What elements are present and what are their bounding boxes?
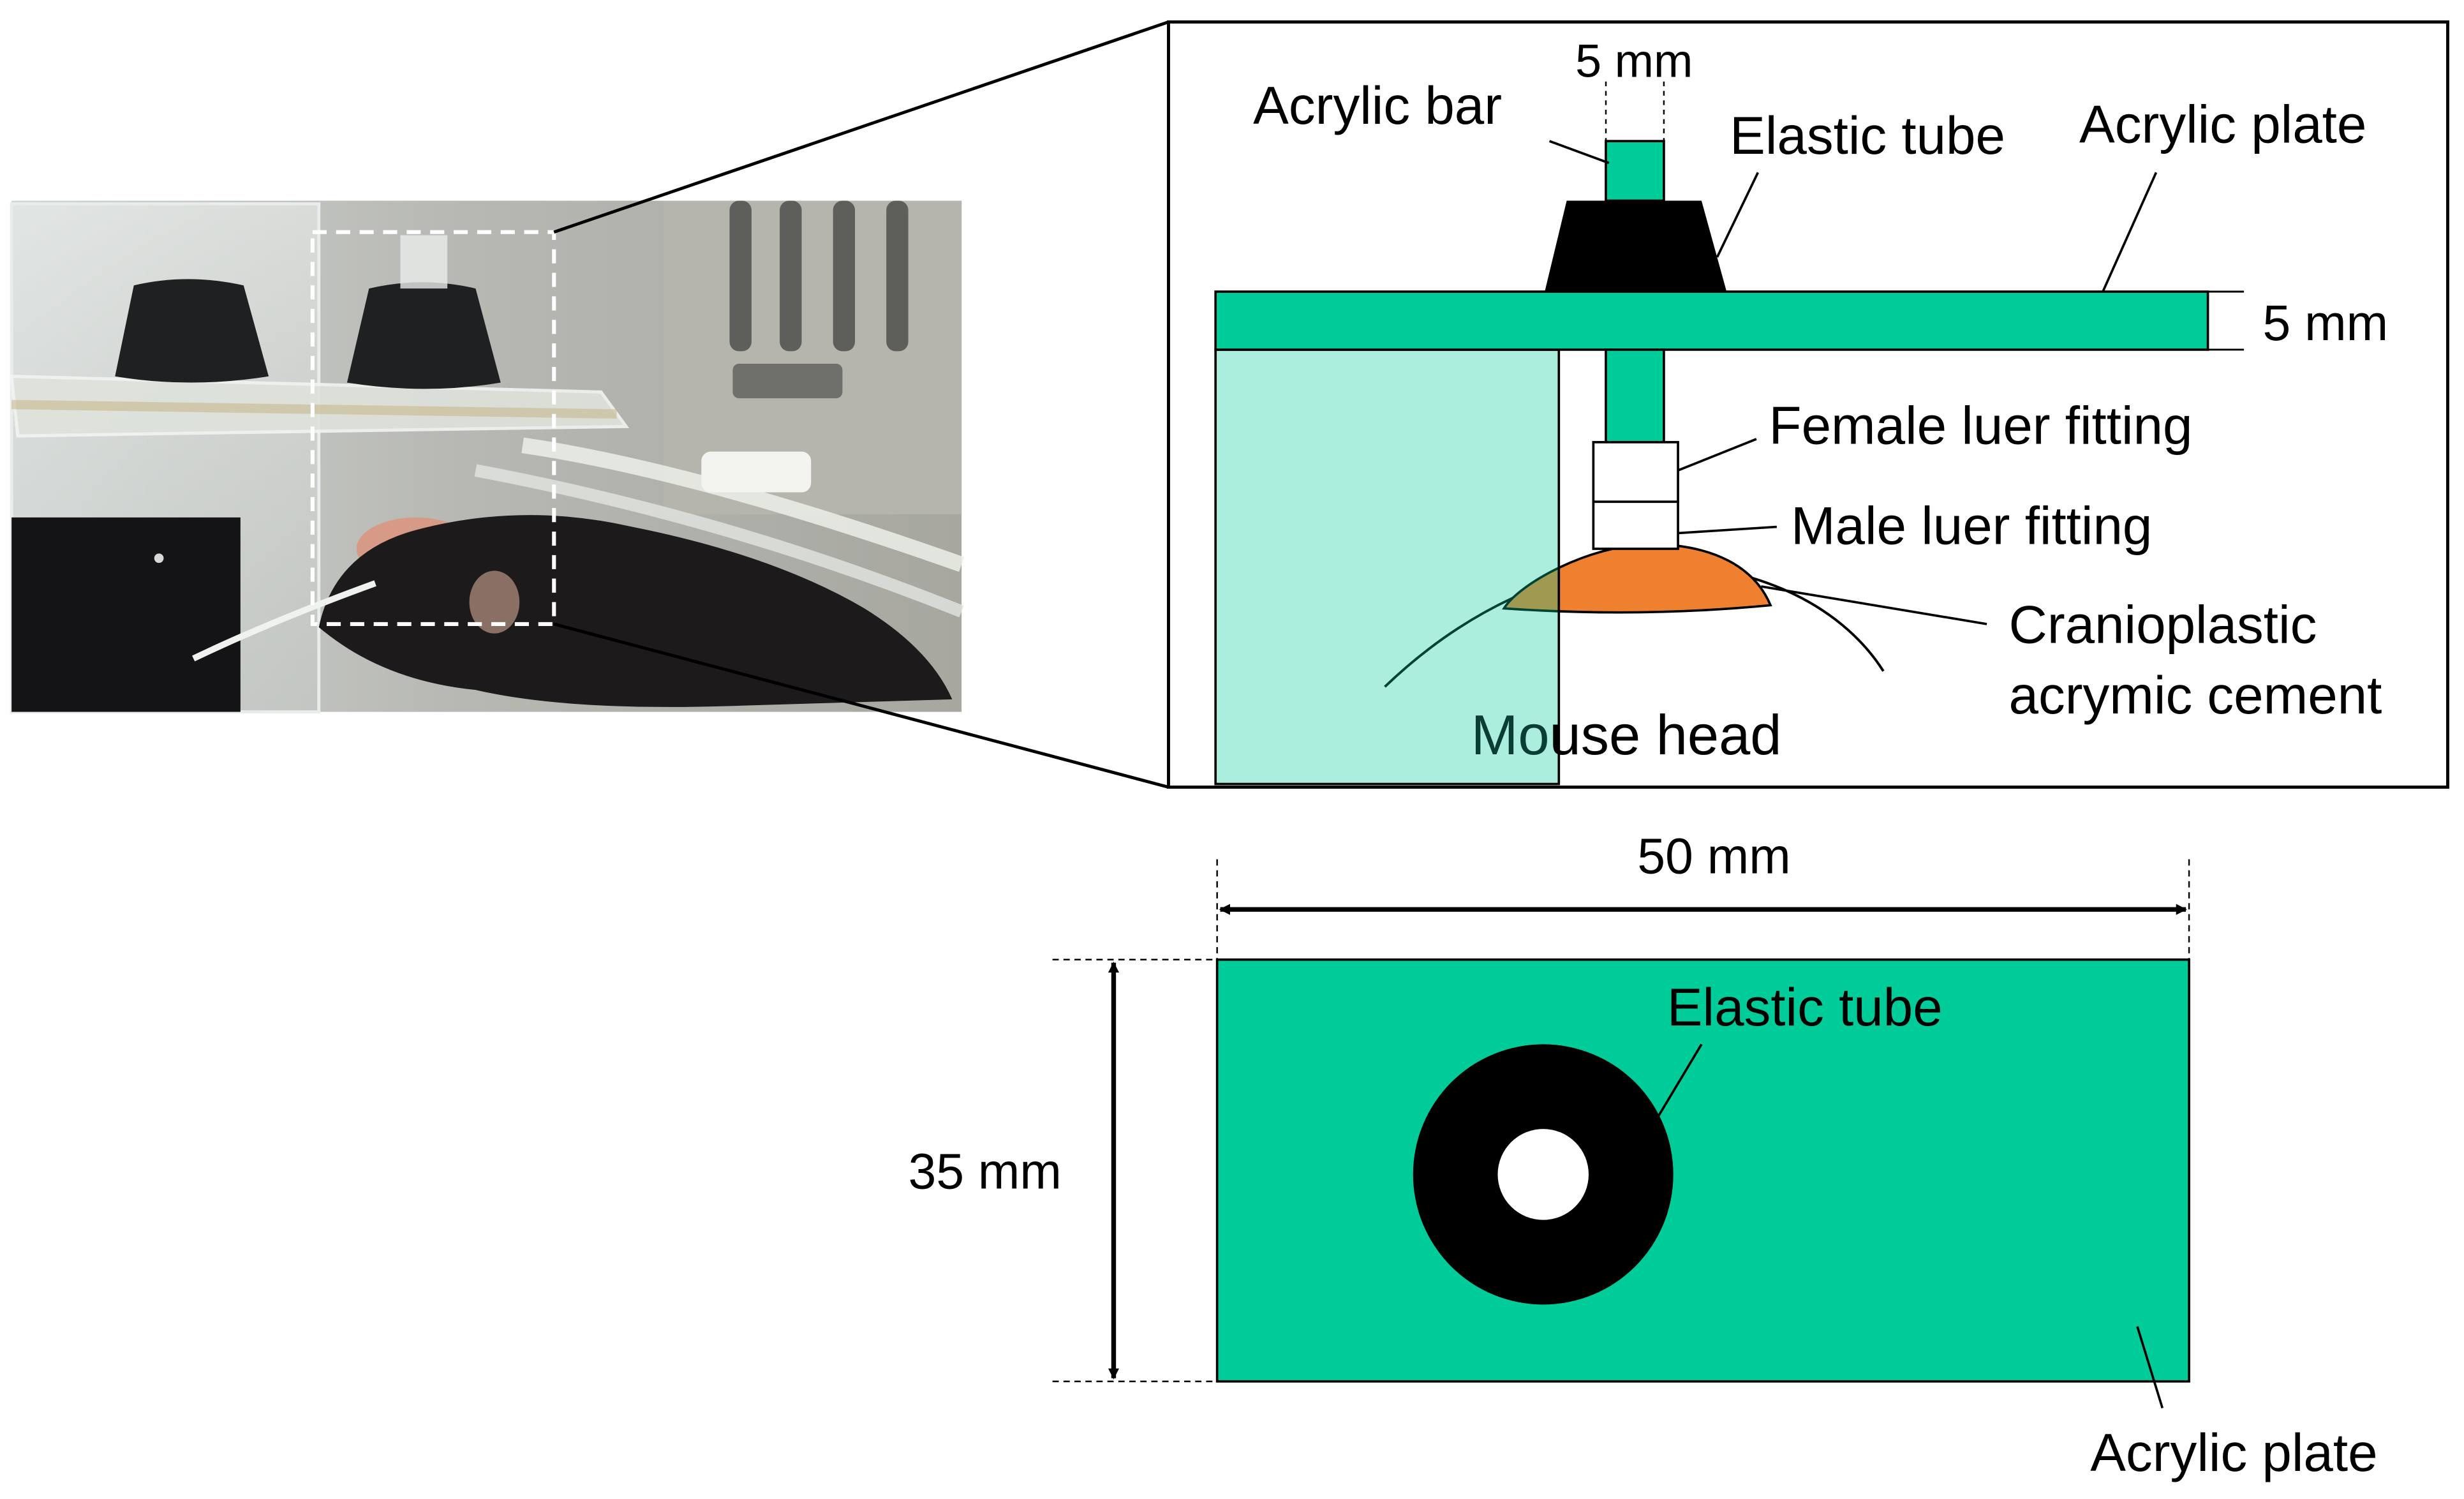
cement-label-line1: Cranioplastic (2008, 594, 2317, 654)
mouse-photo (10, 200, 965, 713)
zoom-line-bottom (553, 622, 1169, 789)
acrylic-bar-bottom (1605, 348, 1665, 444)
zoom-line-top (553, 20, 1169, 234)
cement-label-line2: acrymic cement (2008, 665, 2382, 725)
acrylic-bar-top (1605, 140, 1665, 202)
mouse-head-label-part-b: use head (1550, 703, 1782, 766)
acrylic-plate-top (1215, 958, 2190, 1383)
bar-width-label: 5 mm (1575, 34, 1693, 87)
tube-hole (1497, 1129, 1589, 1220)
photo-mouse (318, 515, 953, 707)
acrylic-plate-label-top: Acrylic plate (2090, 1422, 2377, 1482)
height-label: 35 mm (909, 1143, 1062, 1199)
mouse-head-label-part-a: Mo (1471, 703, 1550, 766)
elastic-tube-side (1545, 200, 1727, 292)
photo-stopper-right (346, 282, 501, 389)
mouse-head-label: Mouse head (1471, 703, 1782, 766)
acrylic-side-wall (1214, 348, 1561, 786)
width-label: 50 mm (1637, 828, 1790, 884)
cement-blob (1502, 542, 1772, 614)
elastic-tube-label-side: Elastic tube (1730, 105, 2005, 165)
acrylic-bar-label: Acrylic bar (1253, 75, 1502, 135)
male-luer-fitting (1592, 500, 1679, 550)
acrylic-plate-side (1214, 290, 2209, 351)
acrylic-plate-label-side: Acrylic plate (2079, 94, 2366, 154)
male-luer-label: Male luer fitting (1791, 496, 2152, 556)
elastic-tube-label-top: Elastic tube (1667, 977, 1943, 1037)
photo-inset-box (310, 230, 556, 627)
photo-black-panel (11, 517, 241, 712)
side-view-frame (1167, 20, 2449, 789)
female-luer-fitting (1592, 441, 1679, 503)
female-luer-label: Female luer fitting (1769, 395, 2193, 455)
photo-stopper-left (115, 279, 269, 383)
plate-thickness-label: 5 mm (2263, 295, 2389, 351)
